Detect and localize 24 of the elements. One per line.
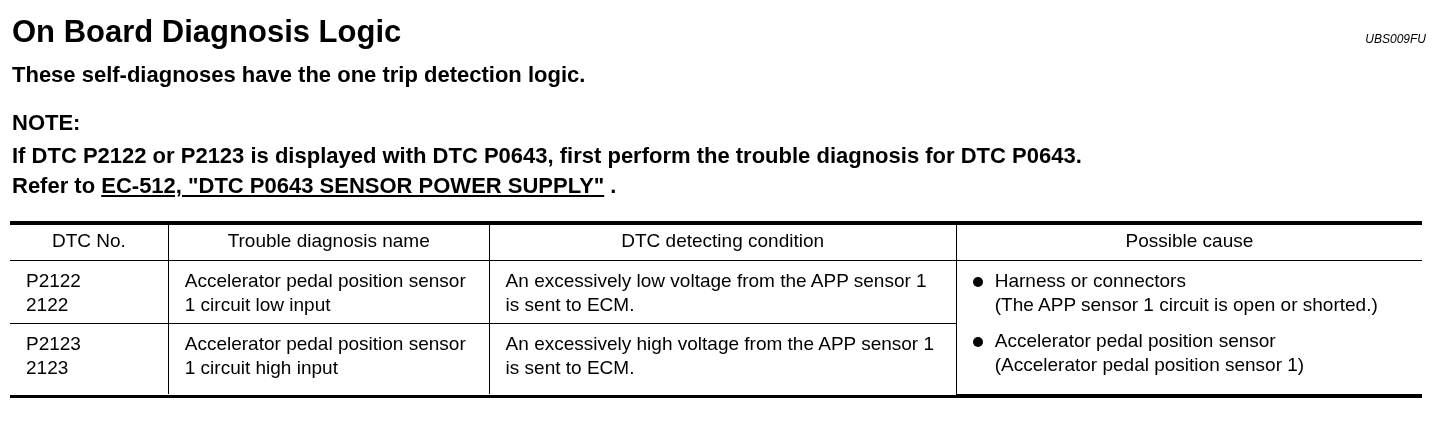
diagnosis-name: Accelerator pedal position sensor 1 circuit low input — [184, 269, 467, 317]
cause-detail: (Accelerator pedal position sensor 1) — [994, 353, 1305, 377]
note-text: Refer to — [12, 173, 97, 198]
name-column-header: Trouble diagnosis name — [227, 230, 430, 251]
reference-link: EC-512, "DTC P0643 SENSOR POWER SUPPLY" — [101, 173, 605, 198]
diagnosis-name: Accelerator pedal position sensor 1 circuit high input — [184, 332, 467, 380]
cause-column-header: Possible cause — [1125, 230, 1254, 251]
possible-cause: Harness or connectors — [994, 269, 1187, 293]
possible-cause: Accelerator pedal position sensor — [994, 329, 1277, 353]
note-text: If DTC P2122 or P2123 is displayed with DTC P0643, first perform the trouble diagnosis for DTC P0643. — [12, 143, 1082, 169]
dtc-column-header: DTC No. — [51, 230, 126, 251]
dtc-code: 2123 — [26, 356, 70, 380]
condition-column-header: DTC detecting condition — [621, 230, 825, 251]
dtc-code: P2122 — [26, 269, 82, 293]
document-code: UBS009FU — [1365, 32, 1426, 46]
cause-detail: (The APP sensor 1 circuit is open or shorted.) — [994, 293, 1378, 317]
dtc-code: P2123 — [26, 332, 82, 356]
dtc-code: 2122 — [26, 293, 70, 317]
page-title: On Board Diagnosis Logic — [12, 14, 402, 50]
subtitle: These self-diagnoses have the one trip detection logic. — [12, 62, 586, 88]
note-text: . — [609, 173, 617, 198]
detecting-condition: An excessively high voltage from the APP sensor 1 is sent to ECM. — [505, 332, 936, 380]
detecting-condition: An excessively low voltage from the APP sensor 1 is sent to ECM. — [505, 269, 928, 317]
note-heading: NOTE: — [12, 110, 81, 136]
